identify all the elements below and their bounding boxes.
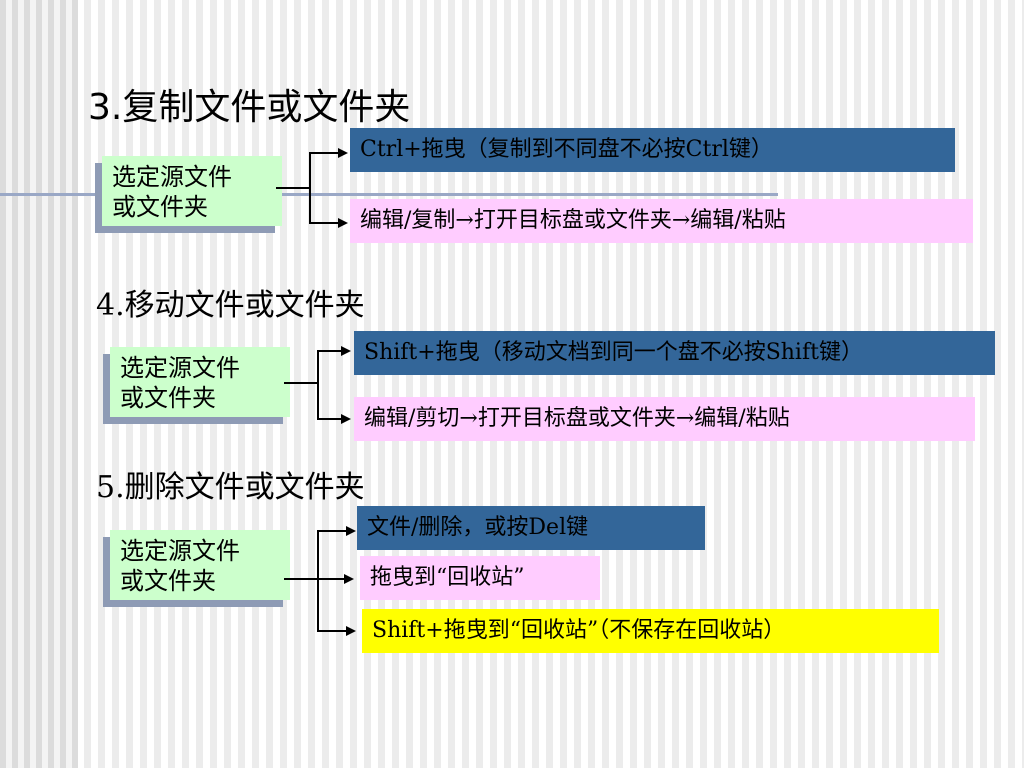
source-box-line2: 或文件夹 [112, 193, 208, 221]
source-box-line1: 选定源文件 [112, 163, 232, 191]
connector-line [317, 350, 319, 420]
connector-line [309, 152, 311, 224]
arrow-right-icon [341, 346, 351, 356]
source-box-move: 选定源文件 或文件夹 [110, 347, 290, 417]
method-box-ctrl-drag: Ctrl+拖曳（复制到不同盘不必按Ctrl键） [350, 128, 955, 172]
connector-line [276, 187, 310, 189]
section-3-title-text: 复制文件或文件夹 [122, 87, 411, 128]
source-box-line2: 或文件夹 [120, 384, 216, 412]
left-stripe-band [0, 0, 78, 768]
section-4-title: 4.移动文件或文件夹 [96, 288, 365, 323]
method-box-shift-drag-recycle: Shift+拖曳到“回收站”（不保存在回收站） [362, 609, 939, 653]
source-box-line1: 选定源文件 [120, 537, 240, 565]
connector-line [317, 530, 347, 532]
connector-line [284, 578, 344, 580]
source-box-copy: 选定源文件 或文件夹 [102, 156, 282, 226]
arrow-right-icon [346, 626, 356, 636]
horizontal-rule [0, 193, 778, 196]
connector-line [284, 382, 318, 384]
arrow-right-icon [338, 148, 348, 158]
section-3-title: 3.复制文件或文件夹 [88, 78, 410, 130]
connector-line [317, 350, 341, 352]
arrow-right-icon [338, 218, 348, 228]
method-box-cut-paste: 编辑/剪切→打开目标盘或文件夹→编辑/粘贴 [354, 397, 975, 441]
source-box-line2: 或文件夹 [120, 567, 216, 595]
method-box-file-delete: 文件/删除，或按Del键 [357, 506, 705, 550]
section-3-number: 3. [88, 87, 123, 128]
connector-line [317, 530, 319, 632]
arrow-right-icon [341, 414, 351, 424]
connector-line [309, 222, 339, 224]
connector-line [317, 418, 341, 420]
arrow-right-icon [344, 574, 354, 584]
source-box-line1: 选定源文件 [120, 354, 240, 382]
arrow-right-icon [346, 526, 356, 536]
method-box-drag-recycle: 拖曳到“回收站” [360, 556, 600, 600]
source-box-delete: 选定源文件 或文件夹 [110, 530, 290, 600]
section-5-title: 5.删除文件或文件夹 [96, 470, 365, 505]
connector-line [309, 152, 339, 154]
method-box-copy-paste: 编辑/复制→打开目标盘或文件夹→编辑/粘贴 [350, 199, 973, 243]
method-box-shift-drag: Shift+拖曳（移动文档到同一个盘不必按Shift键） [354, 331, 995, 375]
connector-line [317, 630, 347, 632]
